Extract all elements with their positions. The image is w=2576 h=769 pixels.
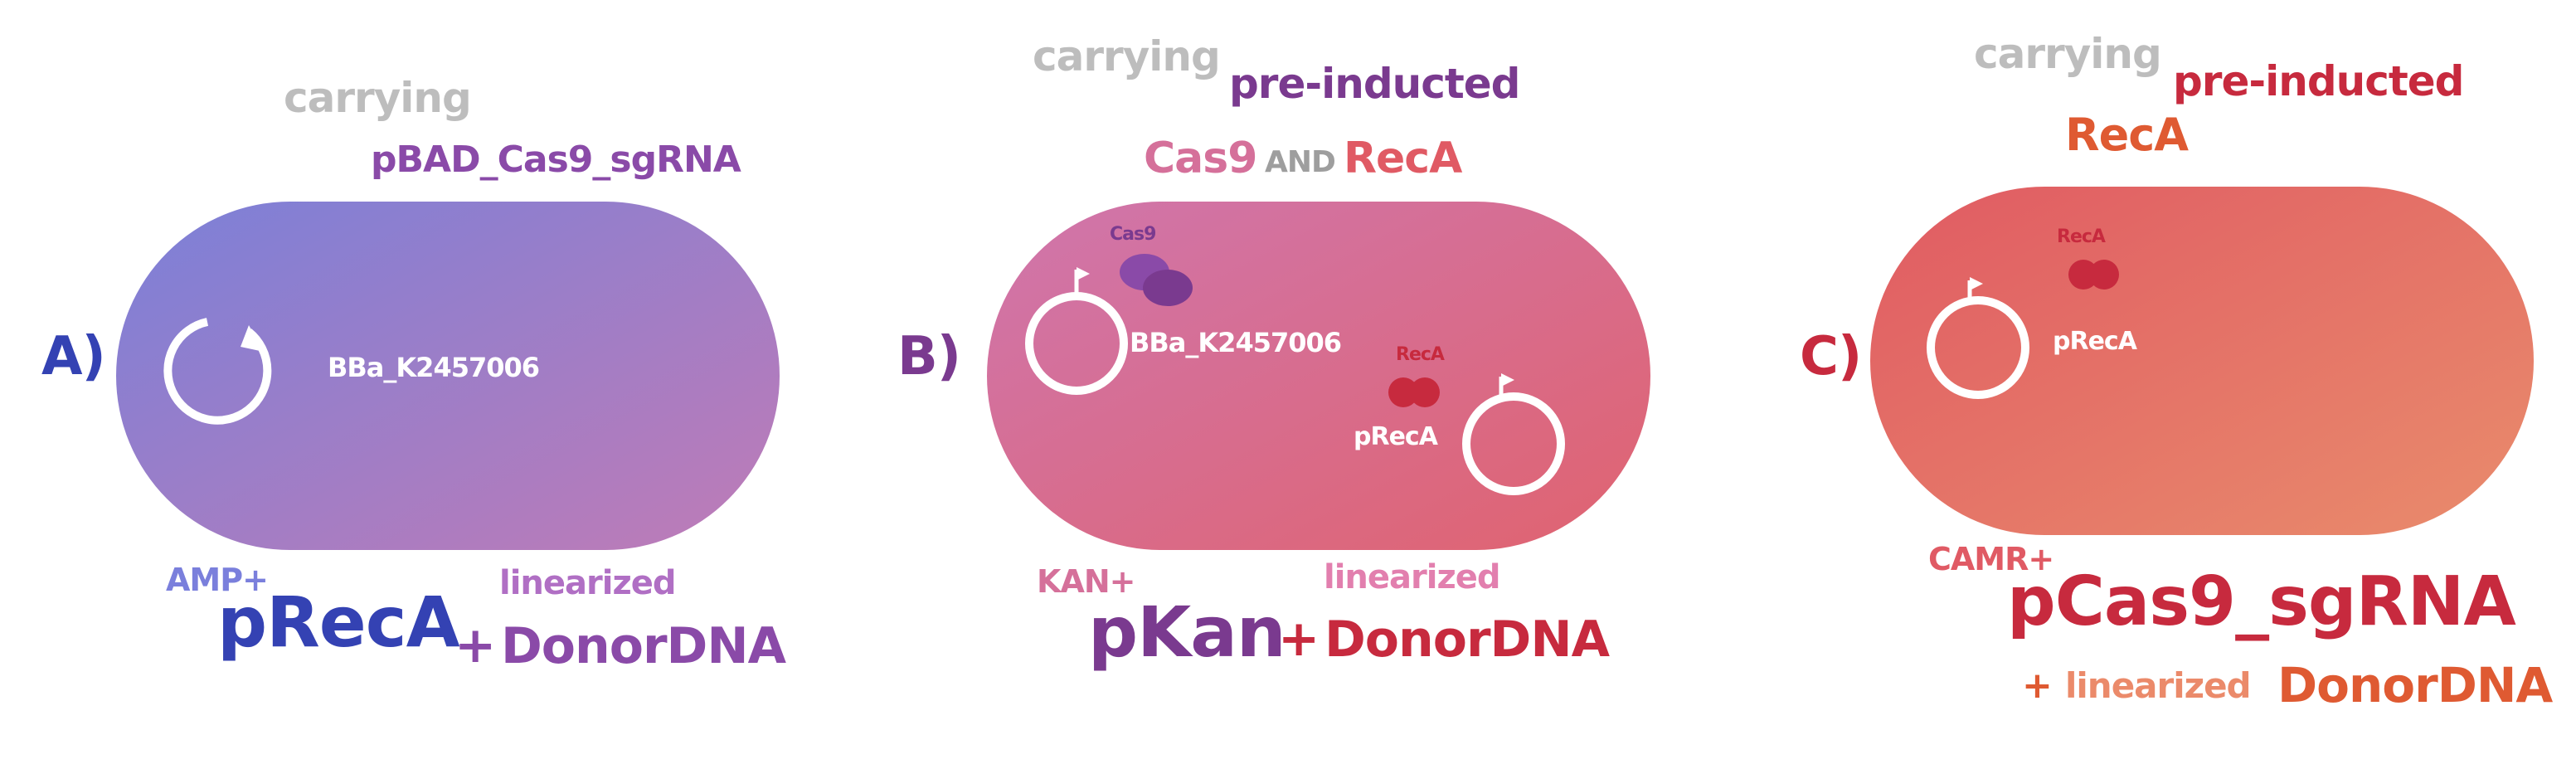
panel-c-preinducted: pre-inducted bbox=[2173, 57, 2464, 105]
panel-c-linearized: linearized bbox=[2065, 665, 2252, 706]
panel-c-inner-plasmid: pRecA bbox=[2053, 327, 2137, 356]
panel-a-inner-plasmid: BBa_K2457006 bbox=[328, 352, 540, 383]
panel-a-plus: + bbox=[454, 616, 496, 674]
cell-a bbox=[116, 202, 780, 550]
panel-b-marker: KAN+ bbox=[1037, 563, 1135, 600]
panel-b-inner-plasmid: BBa_K2457006 bbox=[1130, 327, 1342, 358]
panel-b-label: B) bbox=[897, 326, 961, 387]
reca-protein-label-b: RecA bbox=[1396, 344, 1445, 365]
panel-a-carrying: carrying bbox=[284, 74, 472, 122]
panel-c-marker: CAMR+ bbox=[1928, 541, 2054, 577]
panel-c-carrying: carrying bbox=[1974, 30, 2162, 78]
reca-protein-icon-c bbox=[2068, 260, 2119, 290]
panel-c-plasmid: pCas9_sgRNA bbox=[2007, 562, 2516, 641]
cell-b bbox=[987, 202, 1650, 550]
plasmid-icon-a bbox=[163, 318, 272, 425]
plasmid-icon-b2 bbox=[1462, 373, 1565, 495]
panel-b-cas9: Cas9 bbox=[1144, 134, 1257, 183]
panel-a-donor: DonorDNA bbox=[501, 617, 786, 675]
panel-b-and: AND bbox=[1265, 145, 1336, 179]
panel-b-inner-plasmid2: pRecA bbox=[1354, 422, 1438, 451]
panel-c-plus: + bbox=[2022, 664, 2053, 707]
panel-b-donor: DonorDNA bbox=[1324, 611, 1610, 669]
panel-b-carrying: carrying bbox=[1033, 32, 1221, 80]
panel-c-label: C) bbox=[1800, 326, 1862, 387]
reca-protein-label-c: RecA bbox=[2057, 226, 2106, 247]
plasmid-icon-b1 bbox=[1025, 267, 1128, 395]
panel-a-carried-plasmid: pBAD_Cas9_sgRNA bbox=[371, 139, 741, 181]
panel-a-linearized: linearized bbox=[499, 564, 676, 602]
cas9-protein-label: Cas9 bbox=[1110, 224, 1156, 245]
cas9-protein-icon bbox=[1120, 254, 1193, 306]
panel-a-label: A) bbox=[41, 326, 106, 387]
panel-a-marker: AMP+ bbox=[166, 562, 269, 598]
panel-b-plus: + bbox=[1278, 610, 1320, 668]
panel-c-reca: RecA bbox=[2065, 109, 2189, 161]
reca-protein-icon-b bbox=[1388, 377, 1440, 407]
panel-b-reca: RecA bbox=[1344, 134, 1462, 183]
panel-b-plasmid: pKan bbox=[1088, 591, 1286, 673]
panel-a-plasmid: pRecA bbox=[217, 582, 460, 663]
plasmid-icon-c bbox=[1927, 277, 2029, 399]
panel-b-linearized: linearized bbox=[1324, 558, 1500, 596]
panel-b-preinducted: pre-inducted bbox=[1229, 60, 1520, 108]
panel-c-donor: DonorDNA bbox=[2277, 657, 2553, 713]
cell-c bbox=[1870, 187, 2534, 535]
